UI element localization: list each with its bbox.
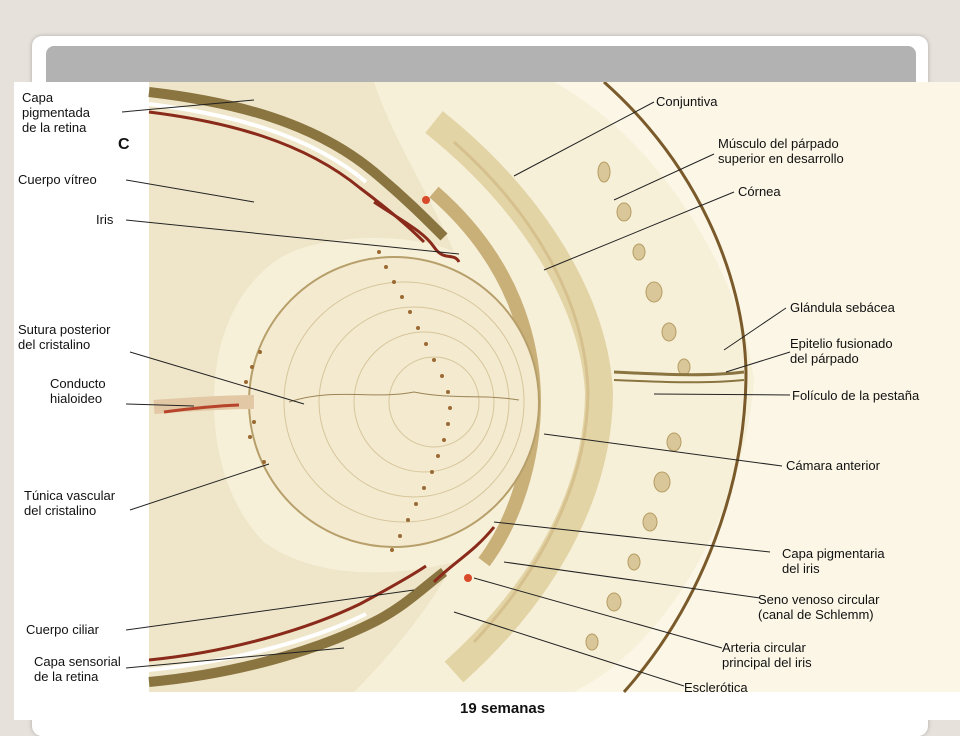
eye-illustration: [121, 82, 960, 693]
eye-diagram: C Capa pigmentada de la retina Cuerpo ví…: [14, 82, 960, 720]
label-foliculo-pestana: Folículo de la pestaña: [792, 388, 920, 403]
label-iris: Iris: [96, 212, 114, 227]
label-capa-pigmentada: Capa pigmentada de la retina: [22, 90, 90, 135]
label-capa-sensorial: Capa sensorial de la retina: [34, 654, 121, 684]
label-glandula-sebacea: Glándula sebácea: [790, 300, 895, 315]
label-arteria-circular: Arteria circular principal del iris: [722, 640, 812, 670]
label-epitelio-fusionado: Epitelio fusionado del párpado: [790, 336, 893, 366]
label-conducto-hialoideo: Conducto hialoideo: [50, 376, 106, 406]
label-cornea: Córnea: [738, 184, 781, 199]
label-capa-pigmentaria-iris: Capa pigmentaria del iris: [782, 546, 885, 576]
label-tunica-vascular: Túnica vascular del cristalino: [24, 488, 116, 518]
label-camara-anterior: Cámara anterior: [786, 458, 880, 473]
label-sutura-posterior: Sutura posterior del cristalino: [18, 322, 111, 352]
panel-letter: C: [118, 136, 130, 153]
label-cuerpo-vitreo: Cuerpo vítreo: [18, 172, 97, 187]
label-esclerotica: Esclerótica: [684, 680, 748, 695]
label-seno-venoso: Seno venoso circular (canal de Schlemm): [758, 592, 880, 622]
label-conjuntiva: Conjuntiva: [656, 94, 718, 109]
figure-caption: 19 semanas: [460, 700, 546, 717]
label-cuerpo-ciliar: Cuerpo ciliar: [26, 622, 99, 637]
label-musculo-parpado: Músculo del párpado superior en desarrol…: [718, 136, 844, 166]
slide-title-band: [46, 46, 916, 86]
